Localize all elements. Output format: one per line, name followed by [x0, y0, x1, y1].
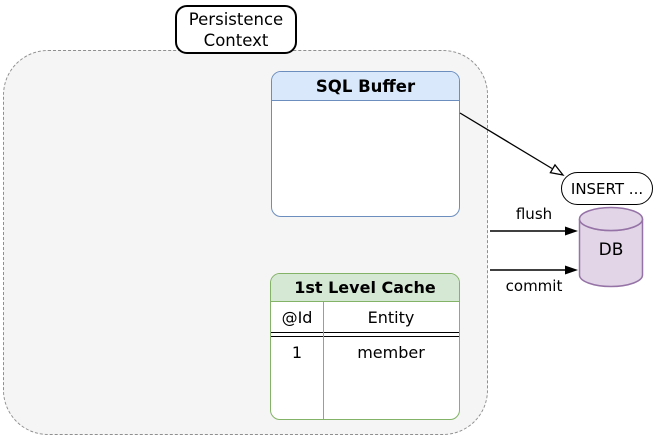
- persistence-context-label: Persistence Context: [175, 5, 297, 54]
- db-cylinder-icon: [578, 206, 644, 288]
- cache-cell-entity: member: [357, 342, 425, 362]
- cache-data-row: 1 member: [271, 337, 459, 367]
- first-level-cache-table: 1st Level Cache @Id Entity 1 member: [270, 273, 460, 420]
- cache-column-id: @Id: [281, 307, 313, 327]
- insert-statement-bubble: INSERT ...: [561, 172, 653, 205]
- sql-buffer-title: SQL Buffer: [272, 72, 459, 101]
- commit-arrow: [490, 265, 578, 275]
- cache-column-divider: [323, 301, 324, 419]
- flush-arrow: [490, 226, 578, 236]
- cache-cell-id: 1: [291, 342, 303, 362]
- flush-edge-label: flush: [515, 205, 553, 223]
- db-label: DB: [598, 240, 624, 260]
- sql-buffer-box: SQL Buffer: [271, 71, 460, 217]
- cache-column-header-row: @Id Entity: [271, 302, 459, 332]
- cache-column-entity: Entity: [367, 307, 415, 327]
- first-level-cache-title: 1st Level Cache: [271, 274, 459, 302]
- cache-header-double-divider: [271, 332, 459, 337]
- commit-edge-label: commit: [505, 277, 563, 295]
